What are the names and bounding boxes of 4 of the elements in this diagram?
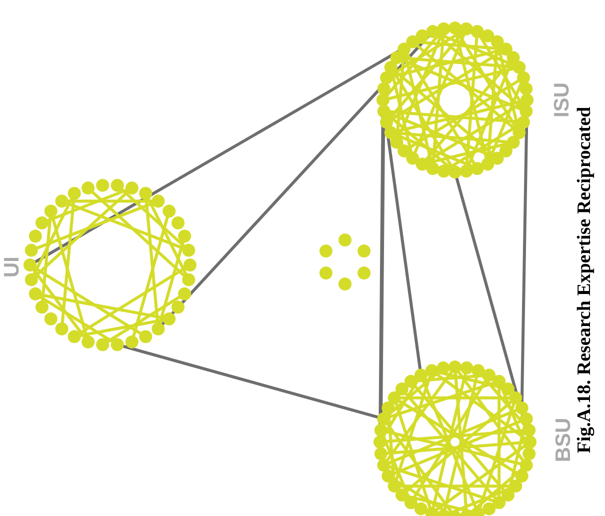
cluster-label: ISU bbox=[550, 82, 574, 118]
caption: Fig.A.18. Research Expertise Reciprocated bbox=[574, 106, 596, 456]
cluster-label: BSU bbox=[552, 418, 576, 462]
cluster-label: UI bbox=[0, 256, 24, 278]
